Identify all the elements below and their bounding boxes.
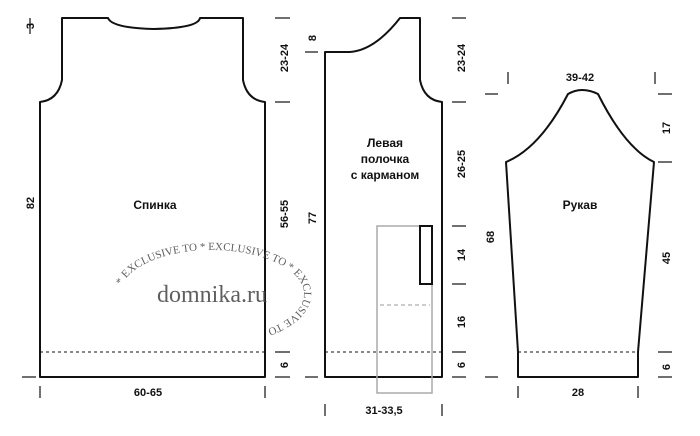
sleeve-bottom-width: 28 [572,387,584,399]
back-hem: 6 [279,362,291,368]
back-body-to-armhole: 56-55 [279,200,291,228]
back-armhole: 23-24 [279,43,291,72]
sleeve-piece: 39-42 68 17 45 6 28 Рукав [485,72,673,399]
front-hem: 6 [456,362,468,368]
sleeve-outline [505,89,655,378]
watermark-domain: domnika.ru [157,282,267,308]
sleeve-title: Рукав [563,198,598,212]
back-outline [39,17,266,378]
front-piece: 8 77 23-24 26-25 14 16 6 31-33,5 Левая п… [305,17,468,417]
sleeve-cuff: 6 [661,364,673,370]
front-shoulder-drop: 8 [307,35,319,41]
sleeve-body: 45 [661,252,673,264]
front-body-to-armhole: 26-25 [456,150,468,178]
back-title: Спинка [133,198,177,212]
front-pocket-slit: 14 [456,248,468,261]
pocket-outline [376,225,433,394]
back-height-total: 82 [25,197,37,209]
back-piece: 3 82 23-24 56-55 6 60-65 Спинка [22,17,291,399]
front-title-line3: с карманом [351,168,420,182]
front-height-total: 77 [307,212,319,224]
pocket-slit [419,225,433,285]
front-width: 31-33,5 [365,405,402,417]
back-width: 60-65 [134,387,162,399]
front-title-line1: Левая [367,136,403,150]
sleeve-cap-height: 17 [661,122,673,134]
front-pocket-depth: 16 [456,316,468,328]
sleeve-top-width: 39-42 [566,72,594,84]
front-title-line2: полочка [361,152,410,166]
front-outline [324,17,443,378]
back-neck-depth: 3 [25,23,37,29]
front-armhole: 23-24 [456,43,468,72]
sleeve-height-total: 68 [485,231,497,243]
watermark-stamp: * EXCLUSIVE TO * EXCLUSIVE TO * EXCLUSIV… [114,241,313,338]
